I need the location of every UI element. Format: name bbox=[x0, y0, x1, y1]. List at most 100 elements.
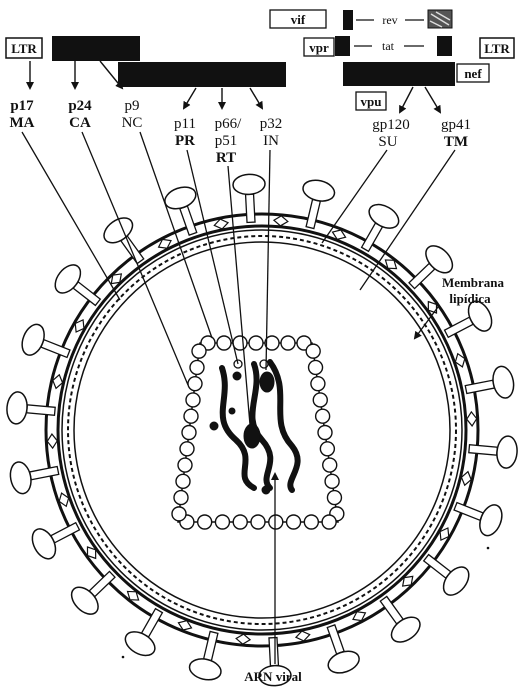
capsid-subunit bbox=[287, 515, 301, 529]
tat-exon-1 bbox=[335, 36, 350, 56]
capsid-subunit bbox=[198, 515, 212, 529]
ma-label: MA bbox=[10, 115, 35, 131]
capsid-subunit bbox=[174, 491, 188, 505]
gp120-gp41-spike bbox=[454, 502, 506, 539]
membrane-protein bbox=[47, 434, 58, 449]
capsid-subunit bbox=[327, 491, 341, 505]
gp120-head bbox=[476, 502, 506, 539]
nef-label: nef bbox=[464, 66, 482, 81]
pr-leader bbox=[187, 150, 238, 364]
enzyme-dot bbox=[210, 422, 218, 430]
gp120-head bbox=[162, 183, 199, 212]
p51-label: p51 bbox=[215, 133, 238, 149]
gp41-stalk bbox=[246, 194, 255, 222]
ltr-left-label: LTR bbox=[11, 41, 37, 56]
ca-label: CA bbox=[69, 115, 91, 131]
enzyme-dot bbox=[233, 372, 241, 380]
gp120-head bbox=[301, 177, 337, 204]
p32-label: p32 bbox=[260, 116, 283, 132]
membrane-label-2: lipídica bbox=[449, 291, 491, 306]
p11-label: p11 bbox=[174, 116, 196, 132]
capsid-subunit bbox=[178, 458, 192, 472]
capsid-subunit bbox=[318, 426, 332, 440]
gp120-head bbox=[496, 435, 519, 469]
capsid-subunit bbox=[311, 377, 325, 391]
vpr-label: vpr bbox=[309, 40, 329, 55]
gp120-head bbox=[28, 525, 61, 563]
gp120-label: gp120 bbox=[372, 117, 410, 133]
capsid-subunit bbox=[306, 344, 320, 358]
capsid-subunit bbox=[325, 474, 339, 488]
gp41-stalk bbox=[269, 637, 278, 665]
p66-label: p66/ bbox=[215, 116, 243, 132]
virion bbox=[6, 174, 519, 687]
reverse-transcriptase bbox=[244, 424, 260, 448]
capsid-subunit bbox=[182, 426, 196, 440]
rev-exon-1 bbox=[343, 10, 353, 30]
membrane-protein bbox=[399, 573, 416, 590]
gp120-gp41-spike bbox=[50, 260, 100, 305]
capsid-subunit bbox=[184, 409, 198, 423]
gp120-head bbox=[18, 321, 48, 358]
capsid-subunit bbox=[176, 474, 190, 488]
integrase bbox=[260, 372, 274, 392]
gp120-gp41-spike bbox=[424, 555, 474, 600]
gp120-gp41-spike bbox=[362, 200, 403, 252]
gp120-head bbox=[121, 627, 159, 660]
tat-exon-2 bbox=[437, 36, 452, 56]
vif-label: vif bbox=[291, 12, 306, 27]
membrane-protein bbox=[466, 412, 477, 427]
vpu-label: vpu bbox=[361, 94, 382, 109]
capsid-subunit bbox=[313, 393, 327, 407]
gag-gene-bar bbox=[52, 36, 140, 61]
gp120-head bbox=[325, 647, 362, 676]
capsid-subunit bbox=[180, 442, 194, 456]
gp120-gp41-spike bbox=[325, 625, 362, 677]
rna-label: ARN viral bbox=[244, 669, 302, 684]
gp41-stalk bbox=[30, 467, 59, 480]
capsid-subunit bbox=[217, 336, 231, 350]
capsid-subunit bbox=[215, 515, 229, 529]
capsid-subunit bbox=[192, 344, 206, 358]
p17-label: p17 bbox=[10, 98, 34, 114]
capsid-subunit bbox=[188, 377, 202, 391]
gp41-stalk bbox=[27, 405, 56, 415]
membrane-label-1: Membrana bbox=[442, 275, 505, 290]
rev-label: rev bbox=[382, 13, 397, 27]
enzyme-dot bbox=[262, 486, 270, 494]
capsid-subunit bbox=[190, 360, 204, 374]
p9-label: p9 bbox=[125, 98, 140, 114]
gp120-gp41-spike bbox=[99, 213, 143, 264]
ltr-right-label: LTR bbox=[484, 41, 510, 56]
capsid-subunit bbox=[269, 515, 283, 529]
enzyme-dot bbox=[229, 408, 235, 414]
gp120-gp41-spike bbox=[28, 523, 80, 563]
su-label: SU bbox=[378, 134, 397, 150]
gp120-gp41-spike bbox=[121, 609, 162, 661]
capsid-subunit bbox=[322, 515, 336, 529]
pol-gene-bar bbox=[118, 62, 286, 87]
capsid-subunit bbox=[172, 507, 186, 521]
capsid-subunit bbox=[320, 442, 334, 456]
gp120-gp41-spike bbox=[380, 596, 424, 647]
gp41-stalk bbox=[469, 445, 498, 455]
speck bbox=[487, 547, 490, 550]
gp41-stalk bbox=[465, 380, 494, 393]
gp120-head bbox=[6, 391, 29, 425]
gp120-gp41-spike bbox=[18, 321, 70, 358]
capsid-subunit bbox=[304, 515, 318, 529]
gp120-gp41-spike bbox=[67, 571, 115, 619]
capsid-subunit bbox=[281, 336, 295, 350]
capsid-subunit bbox=[186, 393, 200, 407]
capsid-subunit bbox=[309, 360, 323, 374]
gp120-head bbox=[365, 200, 403, 233]
gp41-label: gp41 bbox=[441, 117, 471, 133]
gp120-head bbox=[8, 460, 34, 495]
gp120-head bbox=[490, 365, 516, 400]
pr-label: PR bbox=[175, 133, 195, 149]
tat-label: tat bbox=[382, 39, 395, 53]
capsid-subunit bbox=[316, 409, 330, 423]
capsid-subunit bbox=[323, 458, 337, 472]
capsid-subunit bbox=[233, 336, 247, 350]
